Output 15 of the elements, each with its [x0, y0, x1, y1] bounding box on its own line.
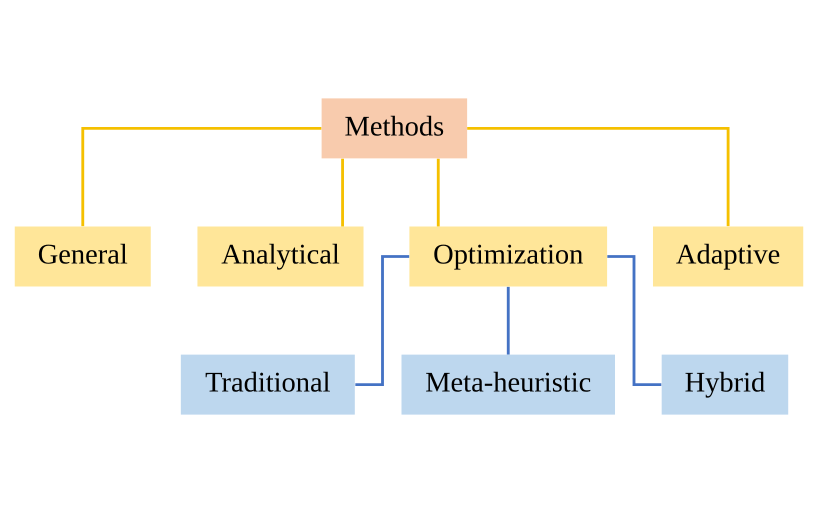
- node-box: Adaptive: [652, 226, 804, 287]
- connector: [355, 255, 410, 386]
- node-box: Optimization: [409, 226, 608, 287]
- connector: [81, 126, 322, 226]
- node-box: Methods: [322, 98, 468, 158]
- node-box: Meta-heuristic: [401, 354, 616, 415]
- node-box: Traditional: [180, 354, 355, 415]
- node-box: Hybrid: [662, 354, 788, 415]
- node-box: Analytical: [197, 226, 364, 287]
- connector: [341, 158, 344, 226]
- connector: [436, 158, 440, 226]
- connector: [467, 126, 730, 226]
- node-box: General: [14, 226, 151, 287]
- connector: [607, 255, 662, 386]
- connector: [506, 286, 510, 354]
